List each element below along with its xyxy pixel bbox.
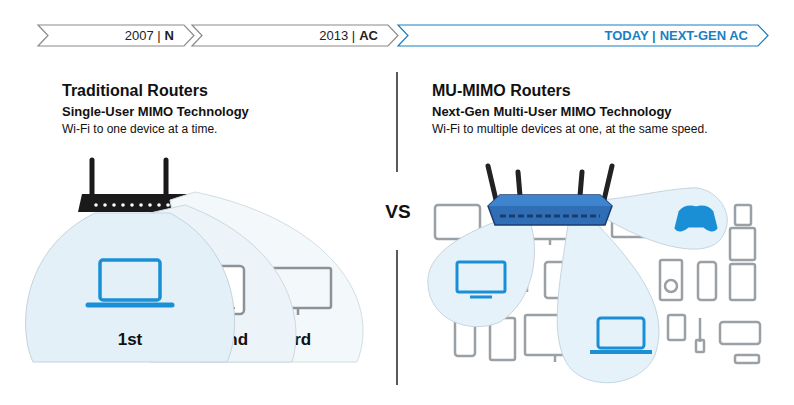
device-icon bbox=[735, 355, 759, 363]
device-icon bbox=[590, 350, 652, 354]
router-icon bbox=[148, 203, 152, 207]
bubble-drawing bbox=[170, 192, 363, 362]
router-icon bbox=[580, 172, 582, 196]
divider-line bbox=[396, 72, 398, 385]
device-icon bbox=[660, 260, 682, 300]
device-icon bbox=[549, 239, 552, 245]
router-icon bbox=[488, 195, 612, 206]
device-icon bbox=[554, 355, 557, 362]
signal-bubble bbox=[428, 188, 727, 383]
timeline-segment: 2013 | AC bbox=[192, 25, 398, 46]
signal-bubble bbox=[428, 220, 535, 327]
router-icon bbox=[157, 203, 161, 207]
section-note: Wi-Fi to multiple devices at one, at the… bbox=[432, 122, 707, 136]
device-icon bbox=[730, 264, 755, 300]
device-icon bbox=[730, 228, 755, 260]
device-icon bbox=[265, 268, 331, 308]
device-icon bbox=[668, 315, 685, 340]
year-label: 2007 | bbox=[125, 28, 161, 43]
divider-line bbox=[396, 250, 398, 385]
chevron-shape bbox=[192, 25, 398, 46]
device-icon bbox=[88, 303, 172, 308]
router-icon bbox=[94, 203, 98, 207]
router-icon bbox=[90, 160, 95, 196]
device-icon bbox=[665, 280, 677, 292]
order-number: 1st bbox=[118, 330, 143, 350]
router-icon bbox=[488, 166, 496, 200]
router-icon bbox=[130, 203, 134, 207]
versus-label: VS bbox=[385, 201, 410, 223]
router-icon bbox=[112, 203, 116, 207]
standard-label: NEXT-GEN AC bbox=[660, 28, 748, 43]
timeline-segment: TODAY | NEXT-GEN AC bbox=[398, 25, 768, 46]
router-icon bbox=[164, 160, 169, 196]
device-icon bbox=[218, 266, 244, 314]
signal-bubble: 1st bbox=[20, 205, 245, 365]
router-icon bbox=[166, 203, 170, 207]
device-icon bbox=[698, 262, 716, 300]
router-icon bbox=[488, 195, 612, 225]
device-icon bbox=[227, 307, 235, 309]
standard-label: N bbox=[165, 28, 174, 43]
timeline-text: 2007 | N bbox=[125, 25, 174, 46]
device-icon bbox=[470, 296, 492, 299]
device-icon bbox=[457, 262, 505, 292]
device-icon bbox=[735, 205, 751, 225]
year-label: 2013 | bbox=[319, 28, 355, 43]
router-icon bbox=[518, 172, 520, 196]
chevron-shape bbox=[398, 25, 768, 46]
bubble-shape bbox=[170, 192, 363, 362]
device-icon bbox=[457, 207, 716, 352]
section-title: MU-MIMO Routers bbox=[432, 82, 571, 100]
section-note: Wi-Fi to one device at a time. bbox=[62, 122, 217, 136]
device-icon bbox=[598, 318, 644, 348]
device-icon bbox=[720, 322, 760, 344]
device-icon bbox=[676, 207, 716, 230]
year-label: TODAY | bbox=[605, 28, 656, 43]
device-icon bbox=[696, 340, 704, 352]
section-title: Traditional Routers bbox=[62, 82, 208, 100]
chevron-shape bbox=[38, 25, 194, 46]
timeline-text: 2013 | AC bbox=[319, 25, 378, 46]
timeline-segment: 2007 | N bbox=[38, 25, 194, 46]
divider-line bbox=[396, 72, 398, 172]
section-subtitle: Single-User MIMO Technology bbox=[62, 104, 249, 119]
router-icon bbox=[488, 166, 612, 225]
timeline-text: TODAY | NEXT-GEN AC bbox=[605, 25, 748, 46]
router-icon bbox=[103, 203, 107, 207]
device-icon bbox=[699, 318, 702, 342]
router-icon bbox=[500, 215, 600, 218]
standard-label: AC bbox=[359, 28, 378, 43]
router-icon bbox=[604, 166, 612, 200]
router-icon bbox=[139, 203, 143, 207]
section-subtitle: Next-Gen Multi-User MIMO Technology bbox=[432, 104, 672, 119]
router-icon bbox=[121, 203, 125, 207]
signal-bubble bbox=[600, 188, 727, 249]
signal-bubble bbox=[557, 225, 659, 383]
device-icon bbox=[100, 260, 160, 300]
device-icon bbox=[297, 308, 300, 315]
